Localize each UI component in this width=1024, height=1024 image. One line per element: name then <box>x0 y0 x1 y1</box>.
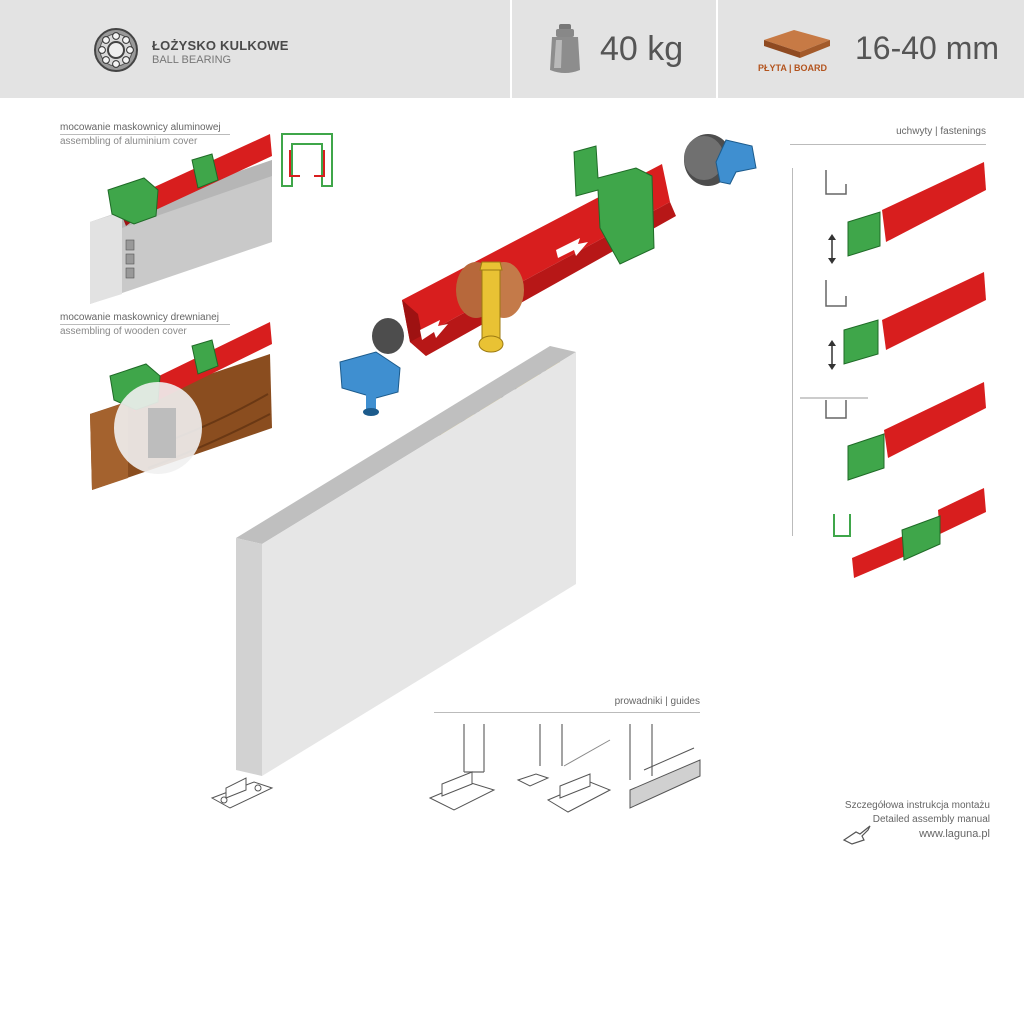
rail-profile-icon <box>281 133 333 187</box>
aluminium-cover-label-pl: mocowanie maskownicy aluminowej <box>60 122 221 133</box>
main-rail-assembly <box>339 134 757 416</box>
board-icon <box>764 30 830 58</box>
website-link[interactable]: www.laguna.pl <box>919 828 990 840</box>
spec-header-bar: ŁOŻYSKO KULKOWE BALL BEARING 40 kg PŁYTA… <box>0 0 1024 98</box>
manual-label-en: Detailed assembly manual <box>872 814 990 825</box>
aluminium-cover-label-en: assembling of aluminium cover <box>60 136 198 147</box>
wooden-cover-illustration <box>90 322 272 490</box>
manual-label-pl: Szczegółowa instrukcja montażu <box>844 800 990 811</box>
aluminium-cover-illustration <box>90 134 272 304</box>
label-underline <box>60 134 230 135</box>
board-thickness-range: 16-40 mm <box>855 30 1000 66</box>
wooden-cover-label-en: assembling of wooden cover <box>60 326 187 337</box>
fastening-variants <box>800 162 986 578</box>
label-underline <box>60 324 230 325</box>
ball-bearing-icon <box>94 28 138 72</box>
door-panel <box>236 346 576 776</box>
floor-guide <box>210 777 274 809</box>
wooden-cover-label-pl: mocowanie maskownicy drewnianej <box>60 312 219 323</box>
header-divider <box>716 0 718 98</box>
board-label: PŁYTA | BOARD <box>758 63 828 73</box>
fastenings-divider <box>792 168 793 536</box>
fastenings-label: uchwyty | fastenings <box>896 126 986 137</box>
max-weight: 40 kg <box>600 30 684 68</box>
guides-rule <box>434 712 700 713</box>
weight-icon <box>550 24 580 73</box>
header-divider <box>510 0 512 98</box>
guides-label: prowadniki | guides <box>614 696 700 707</box>
pointing-hand-icon <box>842 825 871 845</box>
guide-variants <box>428 724 701 813</box>
fastenings-rule <box>790 144 986 145</box>
bearing-title: ŁOŻYSKO KULKOWE <box>152 38 289 53</box>
bearing-subtitle: BALL BEARING <box>152 54 232 66</box>
